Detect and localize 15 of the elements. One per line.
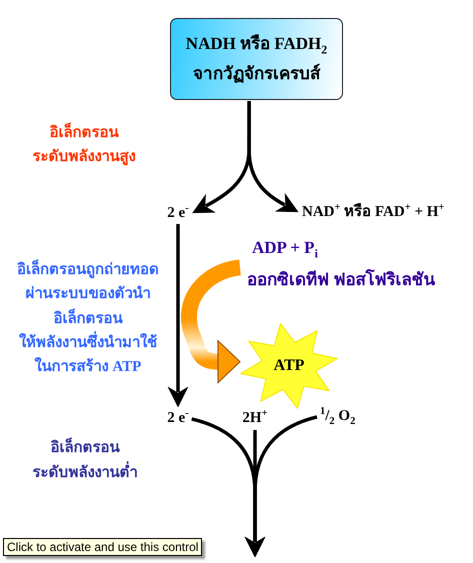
electron-label: 2 e$^{-}$ <box>167 204 189 222</box>
proton-label: 2H$^{+}$ <box>242 409 268 427</box>
annotation-text: อิเล็กตรอน ระดับพลังงานสูง <box>32 121 136 169</box>
process-label: ออกซิเดทีฟ ฟอสโฟริเลชัน <box>247 270 436 290</box>
annotation-text: อิเล็กตรอนถูกถ่ายทอด ผ่านระบบของตัวนำ อิเล็กตรอน ให้พลังงานซึ่งนำมาใช้ ในการสร้าง ATP <box>17 258 159 380</box>
electron-label: 2 e$^{-}$ <box>167 409 189 427</box>
arrow <box>168 224 188 408</box>
arrow <box>244 415 318 558</box>
product-label: NAD$^{+}$ หรือ FAD$^{+}$ + H$^{+}$ <box>302 203 444 221</box>
source-box: NADH หรือ FADH$_{2}$ จากวัฏจักรเครบส์ <box>170 18 343 100</box>
tooltip: Click to activate and use this control <box>3 538 202 556</box>
annotation-text: อิเล็กตรอน ระดับพลังงานต่ำ <box>32 436 138 486</box>
arrow <box>247 101 298 212</box>
reactant-label: ADP + P$_{i}$ <box>252 238 318 258</box>
oxygen-label: $^{1}$/$_{2}$ O$_{2}$ <box>320 407 356 425</box>
